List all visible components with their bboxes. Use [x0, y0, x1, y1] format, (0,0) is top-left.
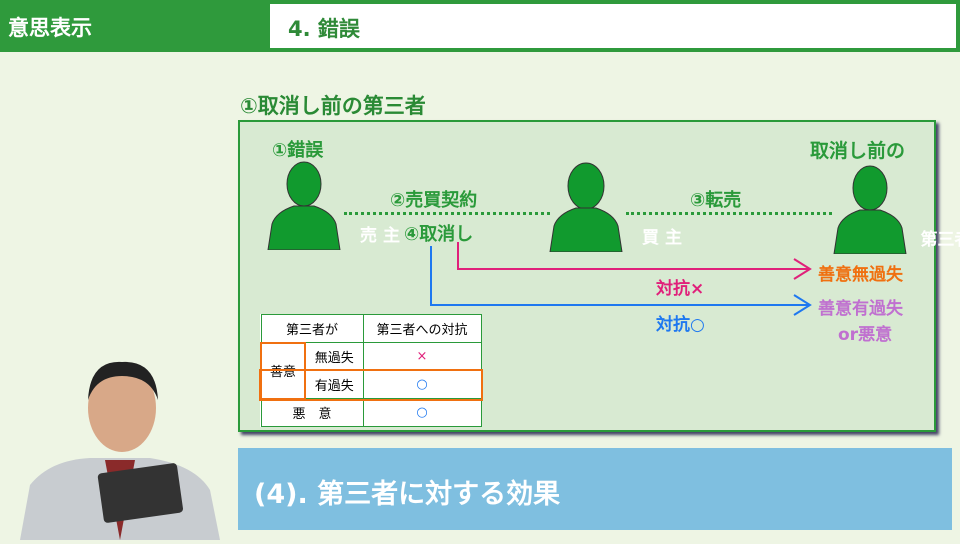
seller-person-icon: 売 主	[266, 160, 400, 251]
category-title: 意思表示	[8, 16, 92, 40]
table-row: 善意無過失×	[259, 341, 482, 400]
table-row: 有過失○	[259, 368, 483, 401]
oppose-yes-label: 対抗○	[656, 315, 705, 335]
topic-banner: (4). 第三者に対する効果	[238, 448, 952, 530]
good-faith-no-negligence: 善意無過失	[818, 265, 903, 285]
third-party-person-icon: 第三者	[832, 164, 960, 255]
step-resale: ③転売	[690, 190, 742, 211]
header-bar: 意思表示 4. 錯誤	[0, 0, 960, 52]
chapter-title: 4. 錯誤	[288, 17, 360, 41]
blue-arrow	[430, 246, 810, 306]
row-value: ×	[362, 342, 482, 371]
third-party-label: 第三者	[920, 230, 960, 250]
arrows	[430, 242, 812, 316]
row-label: 無過失	[304, 342, 364, 371]
chapter-panel: 4. 錯誤	[270, 4, 956, 48]
oppose-no-label: 対抗×	[656, 279, 705, 299]
step-cancel: ④取消し	[404, 224, 474, 245]
table-row: 悪 意○	[260, 398, 482, 427]
step-contract: ②売買契約	[390, 190, 478, 211]
row-value: ○	[362, 398, 482, 427]
presenter-video	[0, 340, 225, 540]
table-header: 第三者への対抗	[362, 314, 482, 343]
good-faith-cell: 善意	[259, 341, 307, 400]
row-value: ○	[362, 370, 482, 399]
row-label: 悪 意	[260, 398, 364, 427]
pink-arrow	[457, 242, 810, 270]
diagram-box: ①錯誤 取消し前の 売 主 買 主 第三者 ②売買契約 ③転売 ④取消し 対抗×…	[238, 120, 960, 432]
good-faith-negligent: 善意有過失	[818, 299, 903, 319]
step-mistake: ①錯誤	[272, 140, 324, 161]
buyer-person-icon: 買 主	[548, 162, 682, 253]
buyer-label: 買 主	[642, 228, 682, 248]
third-party-heading: 取消し前の	[810, 140, 906, 162]
bad-faith: or悪意	[838, 325, 893, 345]
seller-label: 売 主	[360, 226, 400, 246]
resale-line	[626, 212, 832, 215]
row-label: 有過失	[304, 370, 364, 399]
banner-text: (4). 第三者に対する効果	[254, 479, 561, 510]
section-title: ①取消し前の第三者	[240, 94, 426, 118]
table-header: 第三者が	[260, 314, 364, 343]
contract-line	[344, 212, 550, 215]
summary-table: 第三者が第三者への対抗 善意無過失× 有過失○ 悪 意○	[259, 314, 483, 427]
